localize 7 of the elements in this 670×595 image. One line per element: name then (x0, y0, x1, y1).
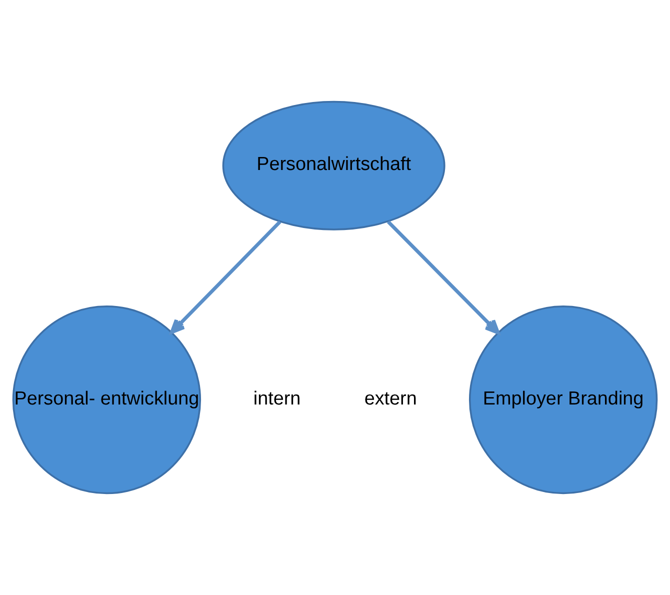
arrow (386, 220, 500, 334)
label: intern (253, 388, 301, 410)
arrow (170, 220, 282, 334)
node-circle: Employer Branding (468, 305, 658, 494)
node-ellipse: Personalwirtschaft (222, 100, 446, 230)
label: extern (364, 388, 417, 410)
node-circle: Personal- entwicklung (12, 305, 202, 494)
